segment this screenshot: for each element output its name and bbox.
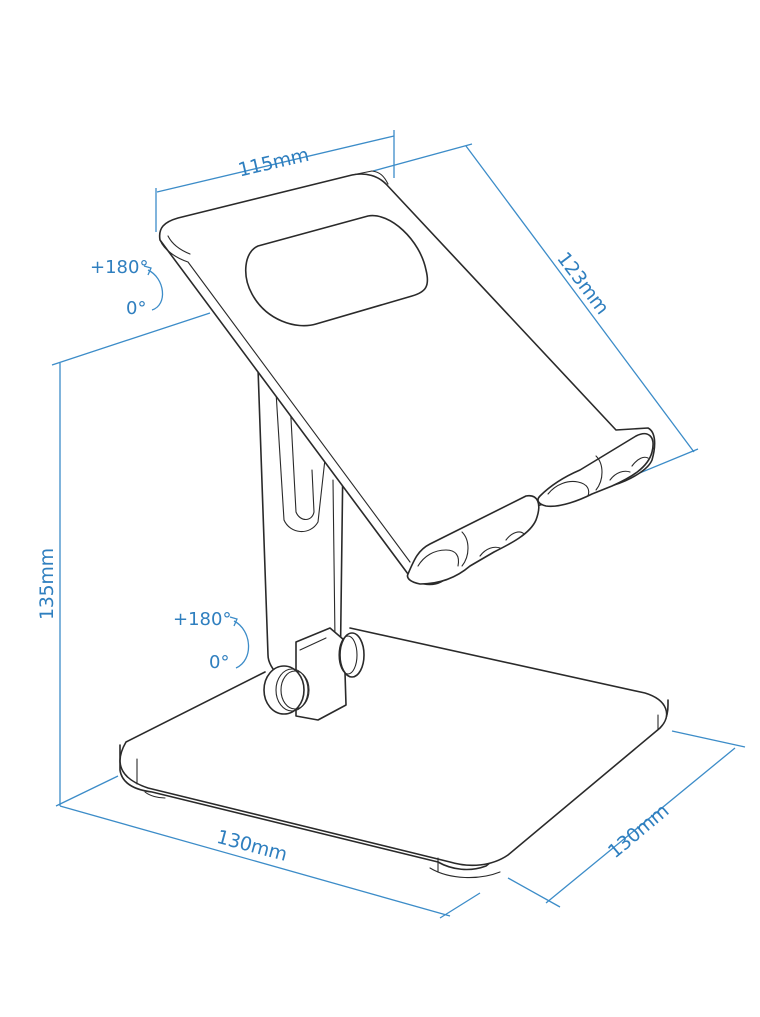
- stand-hinge: [263, 627, 365, 721]
- rotation-label-top-min: 0°: [126, 298, 147, 319]
- tablet-lips: [406, 432, 654, 585]
- dimension-label-height: 135mm: [36, 548, 58, 620]
- tablet-holder-plate: [158, 170, 656, 586]
- holder-cutout: [245, 214, 429, 327]
- rotation-arrow-top: [143, 265, 164, 311]
- rotation-label-bottom-max: +180°: [173, 609, 232, 630]
- rotation-label-top-max: +180°: [90, 257, 149, 278]
- rotation-arrow-bottom: [229, 616, 250, 669]
- rotation-label-bottom-min: 0°: [209, 652, 230, 673]
- stand-base: [119, 627, 669, 879]
